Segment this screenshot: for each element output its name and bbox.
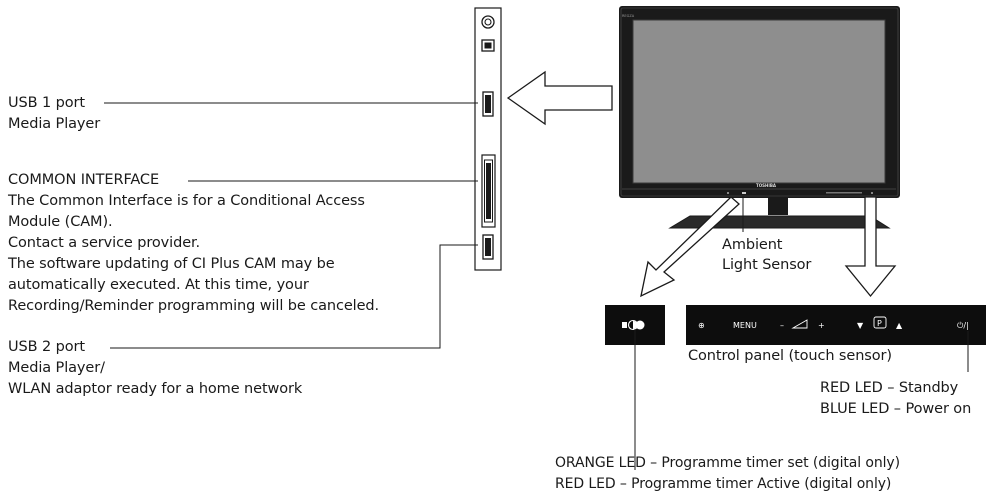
ci-description-3: Contact a service provider. bbox=[8, 235, 201, 251]
usb1-port bbox=[482, 91, 494, 117]
ambient-sensor-label-1: Ambient bbox=[722, 237, 783, 253]
common-interface-slot bbox=[481, 154, 496, 228]
ci-description-4: The software updating of CI Plus CAM may… bbox=[8, 256, 335, 272]
usb2-leader-line bbox=[110, 244, 478, 349]
usb2-title: USB 2 port bbox=[8, 339, 85, 355]
usb2-description-2: WLAN adaptor ready for a home network bbox=[8, 381, 303, 397]
red-standby-label: RED LED – Standby bbox=[820, 380, 959, 396]
ci-description-1: The Common Interface is for a Conditiona… bbox=[8, 193, 365, 209]
ci-description-2: Module (CAM). bbox=[8, 214, 113, 230]
usb2-port bbox=[482, 234, 494, 260]
headphone-jack-icon bbox=[481, 15, 495, 29]
programme-up-button: ▲ bbox=[896, 321, 903, 330]
tv-screen bbox=[632, 19, 886, 184]
ci-title: COMMON INTERFACE bbox=[8, 172, 160, 188]
side-view-arrow bbox=[506, 70, 613, 126]
control-panel-label: Control panel (touch sensor) bbox=[688, 348, 892, 364]
control-panel-arrow bbox=[844, 196, 897, 298]
orange-timer-label: ORANGE LED – Programme timer set (digita… bbox=[555, 455, 900, 471]
tv-model-mark: REGZA bbox=[622, 14, 635, 18]
power-button: ⏻/| bbox=[957, 321, 969, 330]
input-button-icon: ⊕ bbox=[698, 321, 705, 330]
red-timer-label: RED LED – Programme timer Active (digita… bbox=[555, 476, 892, 492]
programme-down-button: ▼ bbox=[857, 321, 864, 330]
menu-button: MENU bbox=[733, 321, 757, 330]
volume-icon bbox=[791, 319, 808, 329]
usb2-description-1: Media Player/ bbox=[8, 360, 105, 376]
ci-description-5: automatically executed. At this time, yo… bbox=[8, 277, 309, 293]
side-port-panel bbox=[474, 7, 502, 271]
volume-minus-button: – bbox=[780, 321, 784, 330]
control-panel: ⊕ MENU – + ▼ P ▲ ⏻/| bbox=[686, 305, 986, 345]
programme-button: P bbox=[877, 319, 882, 328]
ci-description-6: Recording/Reminder programming will be c… bbox=[8, 298, 380, 314]
blue-power-label: BLUE LED – Power on bbox=[820, 401, 972, 417]
led-detail-arrow bbox=[640, 196, 740, 298]
volume-plus-button: + bbox=[818, 321, 825, 330]
usb1-title: USB 1 port bbox=[8, 95, 85, 111]
tv-set: TOSHIBA REGZA bbox=[619, 6, 900, 229]
ambient-sensor-label-2: Light Sensor bbox=[722, 257, 812, 273]
tv-brand: TOSHIBA bbox=[756, 183, 777, 188]
mini-port-icon bbox=[481, 39, 495, 52]
usb1-subtitle: Media Player bbox=[8, 116, 101, 132]
